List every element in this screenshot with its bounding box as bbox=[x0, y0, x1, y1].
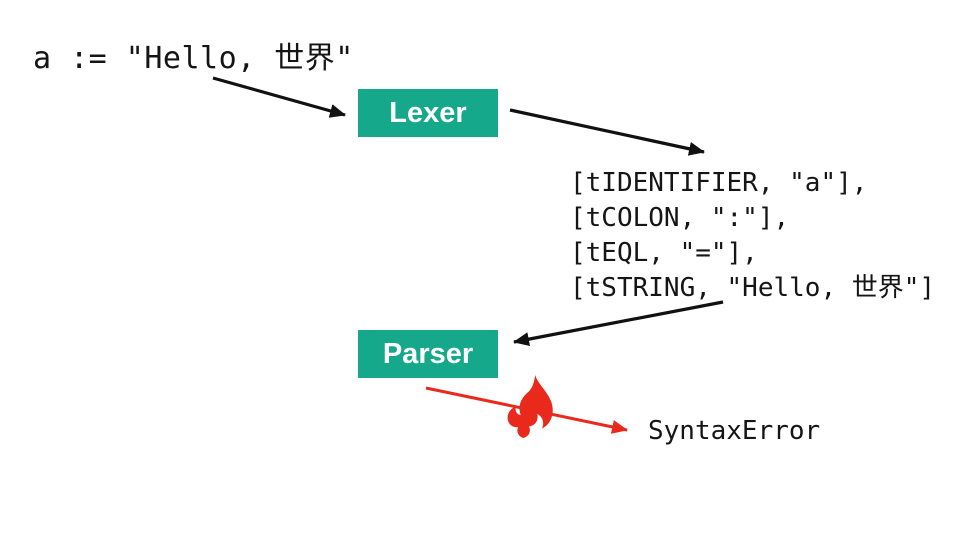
lexer-label: Lexer bbox=[389, 96, 467, 129]
token-line-colon: [tCOLON, ":"], bbox=[570, 203, 790, 233]
token-line-eql: [tEQL, "="], bbox=[570, 238, 758, 268]
parser-label: Parser bbox=[382, 337, 474, 370]
fire-icon bbox=[507, 375, 553, 438]
arrow-parser-to-error bbox=[425, 386, 628, 434]
lexer-box: Lexer bbox=[358, 89, 498, 137]
token-list: [tIDENTIFIER, "a"], [tCOLON, ":"], [tEQL… bbox=[570, 166, 935, 306]
source-code-text: a := "Hello, 世界" bbox=[33, 41, 354, 76]
arrow-lexer-to-tokens bbox=[509, 108, 705, 156]
arrow-tokens-to-parser bbox=[513, 300, 724, 347]
token-line-identifier: [tIDENTIFIER, "a"], bbox=[570, 168, 868, 198]
parser-box: Parser bbox=[358, 330, 498, 378]
syntax-error-text: SyntaxError bbox=[648, 416, 821, 446]
token-line-string: [tSTRING, "Hello, 世界"] bbox=[570, 273, 936, 303]
arrow-source-to-lexer bbox=[212, 76, 346, 118]
